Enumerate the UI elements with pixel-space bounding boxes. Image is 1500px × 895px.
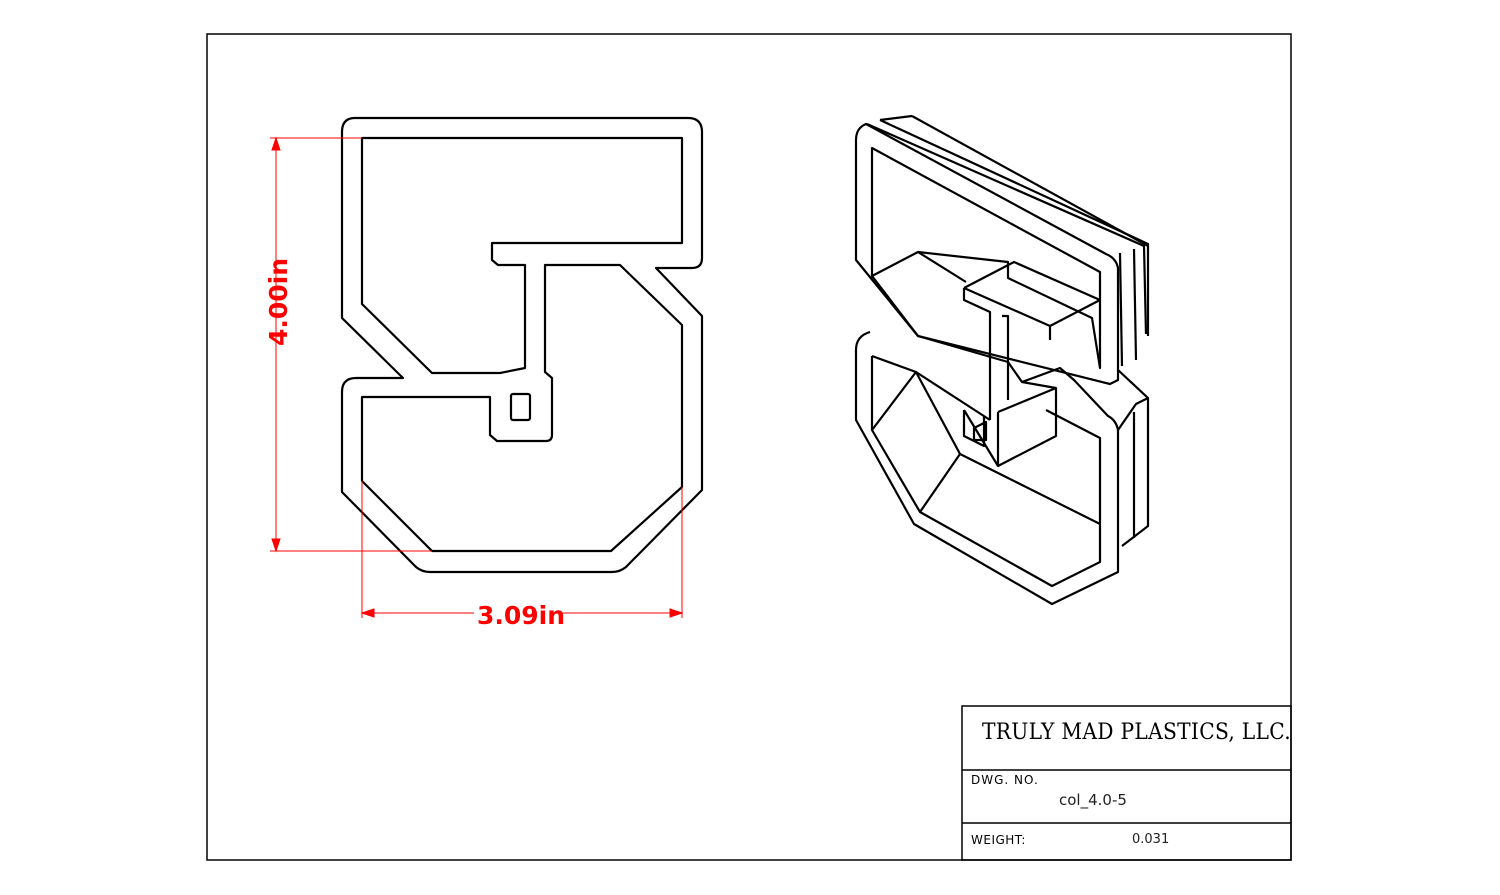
isometric-view-five — [854, 114, 1150, 606]
front-slot — [509, 392, 532, 422]
company-name: TRULY MAD PLASTICS, LLC. — [982, 720, 1291, 745]
sheet-border — [206, 33, 1292, 861]
front-view-five — [340, 116, 704, 574]
height-dimension-label: 4.00in — [264, 257, 293, 346]
width-dimension-label: 3.09in — [477, 601, 566, 630]
weight-label: WEIGHT: — [971, 833, 1026, 847]
dimension-lines — [270, 136, 684, 618]
weight-value: 0.031 — [1132, 832, 1170, 847]
drawing-number-label: DWG. NO. — [971, 773, 1039, 787]
title-block — [961, 705, 1292, 861]
drawing-number-value: col_4.0-5 — [1059, 791, 1127, 809]
front-outer-outline — [340, 116, 704, 574]
front-inner-outline — [360, 136, 684, 553]
